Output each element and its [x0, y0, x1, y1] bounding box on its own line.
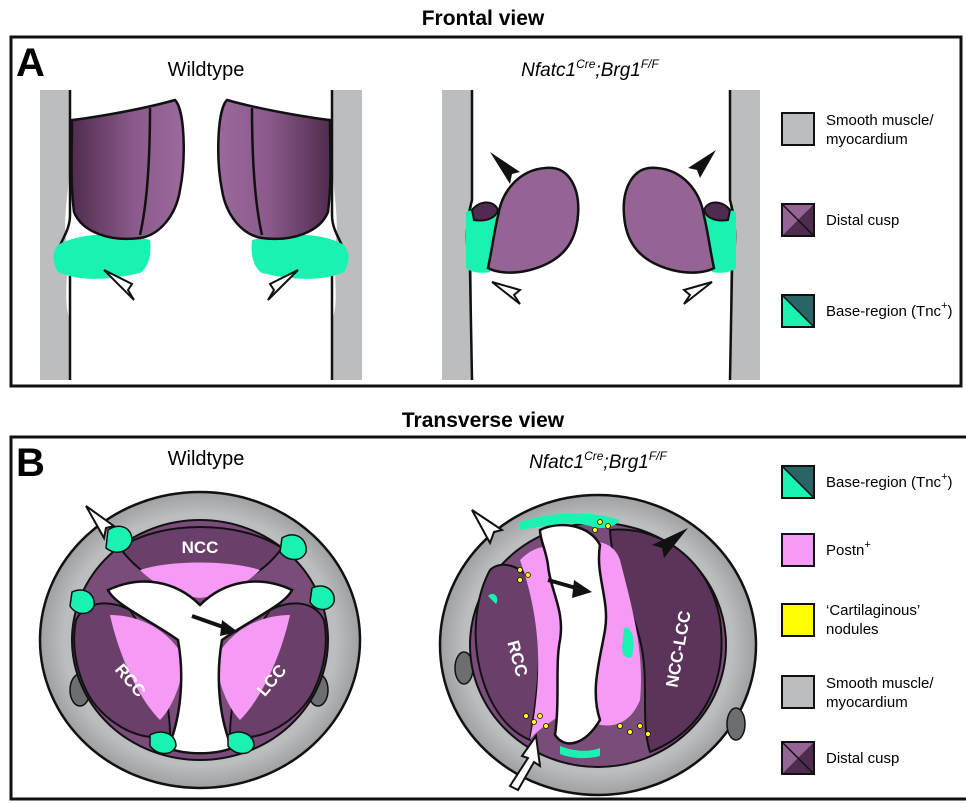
mut-transverse-valve: RCC NCC-LCC: [440, 495, 756, 795]
wt-frontal-left-valve: [40, 90, 184, 380]
svg-text:myocardium: myocardium: [826, 131, 908, 148]
wt-left-base-region: [54, 235, 151, 279]
panel-a-section-title: Frontal view: [422, 7, 545, 30]
legend-a-smooth-muscle: Smooth muscle/ myocardium: [782, 112, 934, 148]
mut-left-cusp: [488, 168, 578, 273]
svg-text:Smooth muscle/: Smooth muscle/: [826, 675, 934, 692]
mut-frontal-left-valve: [442, 90, 578, 380]
wt-right-cusp: [218, 100, 330, 239]
svg-text:Postn+: Postn+: [826, 539, 871, 559]
legend-a-base-region: Base-region (Tnc+): [782, 295, 953, 327]
panel-b-wildtype-title: Wildtype: [168, 448, 245, 470]
panel-a-mutant-title: Nfatc1Cre;Brg1F/F: [521, 57, 659, 81]
mut-frontal-right-valve: [624, 90, 760, 380]
panel-a-legend: Smooth muscle/ myocardium Distal cusp Ba…: [782, 112, 953, 327]
mut-left-black-arrowhead: [490, 152, 520, 184]
wt-transverse-valve: NCC RCC LCC: [40, 492, 360, 788]
legend-b-cartilage: ‘Cartilaginous’ nodules: [782, 602, 920, 638]
panel-b-legend: Base-region (Tnc+) Postn+ ‘Cartilaginous…: [782, 466, 953, 774]
legend-b-distal-cusp: Distal cusp: [782, 742, 899, 774]
svg-text:Base-region (Tnc+): Base-region (Tnc+): [826, 300, 953, 320]
panel-b-section-title: Transverse view: [402, 409, 565, 432]
panel-a-letter: A: [16, 41, 45, 85]
svg-text:Base-region (Tnc+): Base-region (Tnc+): [826, 471, 953, 491]
svg-text:Smooth muscle/: Smooth muscle/: [826, 112, 934, 129]
mut-ring-vessel-right: [727, 708, 745, 740]
mut-left-open-arrowhead: [492, 282, 520, 304]
wt-frontal-right-valve: [218, 90, 362, 380]
svg-text:Distal cusp: Distal cusp: [826, 750, 899, 767]
wt-teal-3: [70, 590, 94, 614]
wt-left-cusp: [72, 100, 184, 239]
panel-a-wildtype-title: Wildtype: [168, 59, 245, 81]
svg-text:‘Cartilaginous’: ‘Cartilaginous’: [826, 602, 920, 619]
wt-teal-4: [310, 586, 334, 610]
swatch-yellow: [782, 604, 814, 636]
svg-text:nodules: nodules: [826, 621, 879, 638]
legend-b-postn: Postn+: [782, 534, 871, 566]
swatch-pink: [782, 534, 814, 566]
legend-a-distal-cusp: Distal cusp: [782, 204, 899, 236]
legend-b-base-region: Base-region (Tnc+): [782, 466, 953, 498]
wt-teal-1: [106, 526, 132, 552]
panel-b-mutant-title: Nfatc1Cre;Brg1F/F: [529, 449, 667, 473]
svg-text:myocardium: myocardium: [826, 694, 908, 711]
mut-right-black-arrowhead: [688, 150, 716, 178]
wt-right-base-region: [251, 235, 348, 279]
panel-b-letter: B: [16, 441, 45, 485]
wt-label-ncc: NCC: [182, 538, 219, 557]
wt-teal-2: [280, 535, 306, 560]
swatch-grey: [782, 113, 814, 145]
swatch-grey-b: [782, 676, 814, 708]
mut-right-open-arrowhead: [684, 282, 712, 304]
mut-right-cusp: [624, 168, 714, 273]
svg-text:Distal cusp: Distal cusp: [826, 212, 899, 229]
legend-b-smooth-muscle: Smooth muscle/ myocardium: [782, 675, 934, 711]
